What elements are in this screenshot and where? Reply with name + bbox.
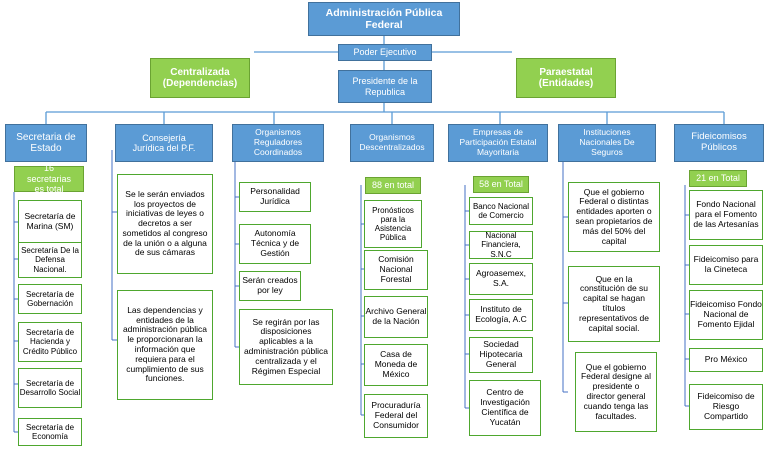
instituciones-item: Que en la constitución de su capital se …: [568, 266, 660, 342]
header-secretaria: Secretaria de Estado: [5, 124, 87, 162]
descentralizados-item: Casa de Moneda de México: [364, 344, 428, 386]
header-descentralizados: Organismos Descentralizados: [350, 124, 434, 162]
root-box: Administración Pública Federal: [308, 2, 460, 36]
empresas-item: Sociedad Hipotecaria General: [469, 337, 533, 373]
descentralizados-item: Pronósticos para la Asistencia Pública: [364, 200, 422, 248]
secretaria-item: Secretaría de Hacienda y Crédito Público: [18, 322, 82, 362]
secretaria-item: Secretaría de Economía: [18, 418, 82, 446]
reguladores-item: Personalidad Jurídica: [239, 182, 311, 212]
secretaria-item: Secretaría de Marina (SM): [18, 200, 82, 244]
reguladores-item: Se regirán por las disposiciones aplicab…: [239, 309, 333, 385]
header-reguladores: Organismos Reguladores Coordinados: [232, 124, 324, 162]
header-instituciones: Instituciones Nacionales De Seguros: [558, 124, 656, 162]
secretaria-count-tag: 16 secretarias es total: [14, 163, 84, 194]
reguladores-item: Autonomía Técnica y de Gestión: [239, 224, 311, 264]
empresas-item: Agroasemex, S.A.: [469, 263, 533, 295]
descentralizados-count-tag: 88 en total: [365, 177, 421, 194]
secretaria-item: Secretaría de Gobernación: [18, 284, 82, 314]
header-empresas: Empresas de Participación Estatal Mayori…: [448, 124, 548, 162]
empresas-item: Banco Nacional de Comercio: [469, 197, 533, 225]
fideicomisos-item: Fideicomiso de Riesgo Compartido: [689, 384, 763, 430]
fideicomisos-item: Fideicomiso para la Cineteca: [689, 245, 763, 285]
paraestatal-box: Paraestatal (Entidades): [516, 58, 616, 98]
empresas-item: Centro de Investigación Científica de Yu…: [469, 380, 541, 436]
descentralizados-item: Archivo General de la Nación: [364, 296, 428, 338]
fideicomisos-item: Fideicomiso Fondo Nacional de Fomento Ej…: [689, 290, 763, 340]
presidente-box: Presidente de la Republica: [338, 70, 432, 103]
empresas-count-tag: 58 en Total: [473, 176, 529, 193]
empresas-item: Instituto de Ecología, A.C: [469, 299, 533, 331]
header-consejeria: Consejería Jurídica del P.F.: [115, 124, 213, 162]
instituciones-item: Que el gobierno Federal o distintas enti…: [568, 182, 660, 252]
poder-ejecutivo-box: Poder Ejecutivo: [338, 44, 432, 61]
centralizada-box: Centralizada (Dependencias): [150, 58, 250, 98]
header-fideicomisos: Fideicomisos Públicos: [674, 124, 764, 162]
reguladores-item: Serán creados por ley: [239, 271, 301, 301]
secretaria-item: Secretaría de Desarrollo Social: [18, 368, 82, 408]
secretaria-item: Secretaría De la Defensa Nacional.: [18, 242, 82, 278]
consejeria-item: Las dependencias y entidades de la admin…: [117, 290, 213, 400]
instituciones-item: Que el gobierno Federal designe al presi…: [575, 352, 657, 432]
fideicomisos-item: Pro México: [689, 348, 763, 372]
fideicomisos-count-tag: 21 en Total: [689, 170, 747, 187]
empresas-item: Nacional Financiera, S.N.C: [469, 231, 533, 259]
descentralizados-item: Procuraduría Federal del Consumidor: [364, 394, 428, 438]
consejeria-item: Se le serán enviados los proyectos de in…: [117, 174, 213, 274]
descentralizados-item: Comisión Nacional Forestal: [364, 250, 428, 290]
fideicomisos-item: Fondo Nacional para el Fomento de las Ar…: [689, 190, 763, 240]
